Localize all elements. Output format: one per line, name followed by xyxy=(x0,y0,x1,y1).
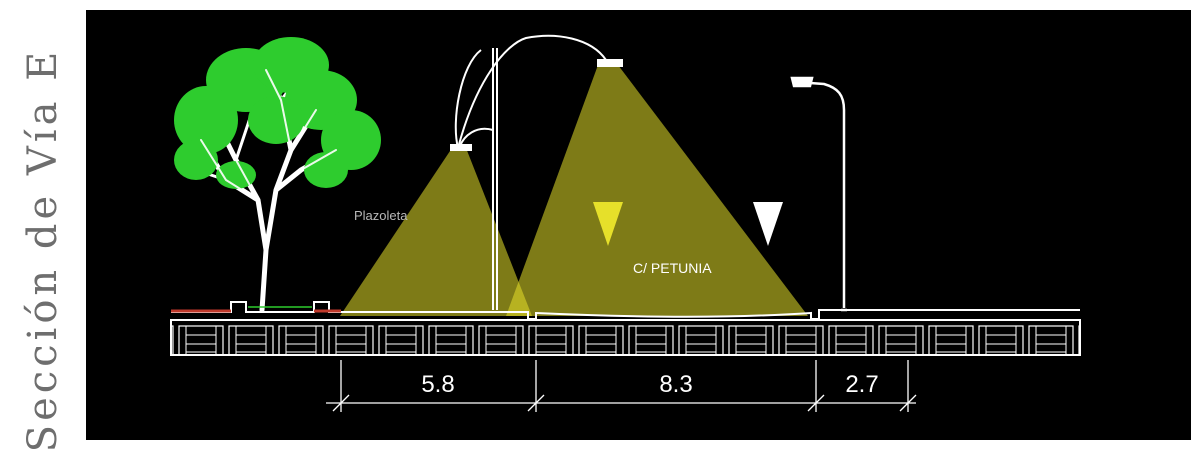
water-level-triangle-icon xyxy=(593,202,623,246)
section-drawing: Plazoleta C/ PETUNIA 5.8 8.3 2.7 xyxy=(170,34,1081,412)
light-cone-left xyxy=(340,148,532,316)
section-title-panel: Sección de Vía E xyxy=(0,0,86,452)
dimension-lines xyxy=(326,360,917,412)
streetlight-icon xyxy=(450,34,623,310)
streetlight-small-icon xyxy=(790,76,847,312)
foundation-layer xyxy=(170,319,1081,356)
dimension-label-2: 8.3 xyxy=(659,371,692,398)
section-title: Sección de Vía E xyxy=(20,47,66,452)
light-cone-right xyxy=(506,65,808,316)
dimension-label-3: 2.7 xyxy=(845,371,878,398)
dimension-label-1: 5.8 xyxy=(421,371,454,398)
cad-drawing: Plazoleta C/ PETUNIA 5.8 8.3 2.7 xyxy=(86,10,1191,440)
ground-profile xyxy=(171,301,1080,320)
tree-icon xyxy=(174,37,381,313)
plazoleta-label: Plazoleta xyxy=(354,208,408,223)
level-triangle-white xyxy=(753,202,783,246)
street-label: C/ PETUNIA xyxy=(633,260,712,276)
